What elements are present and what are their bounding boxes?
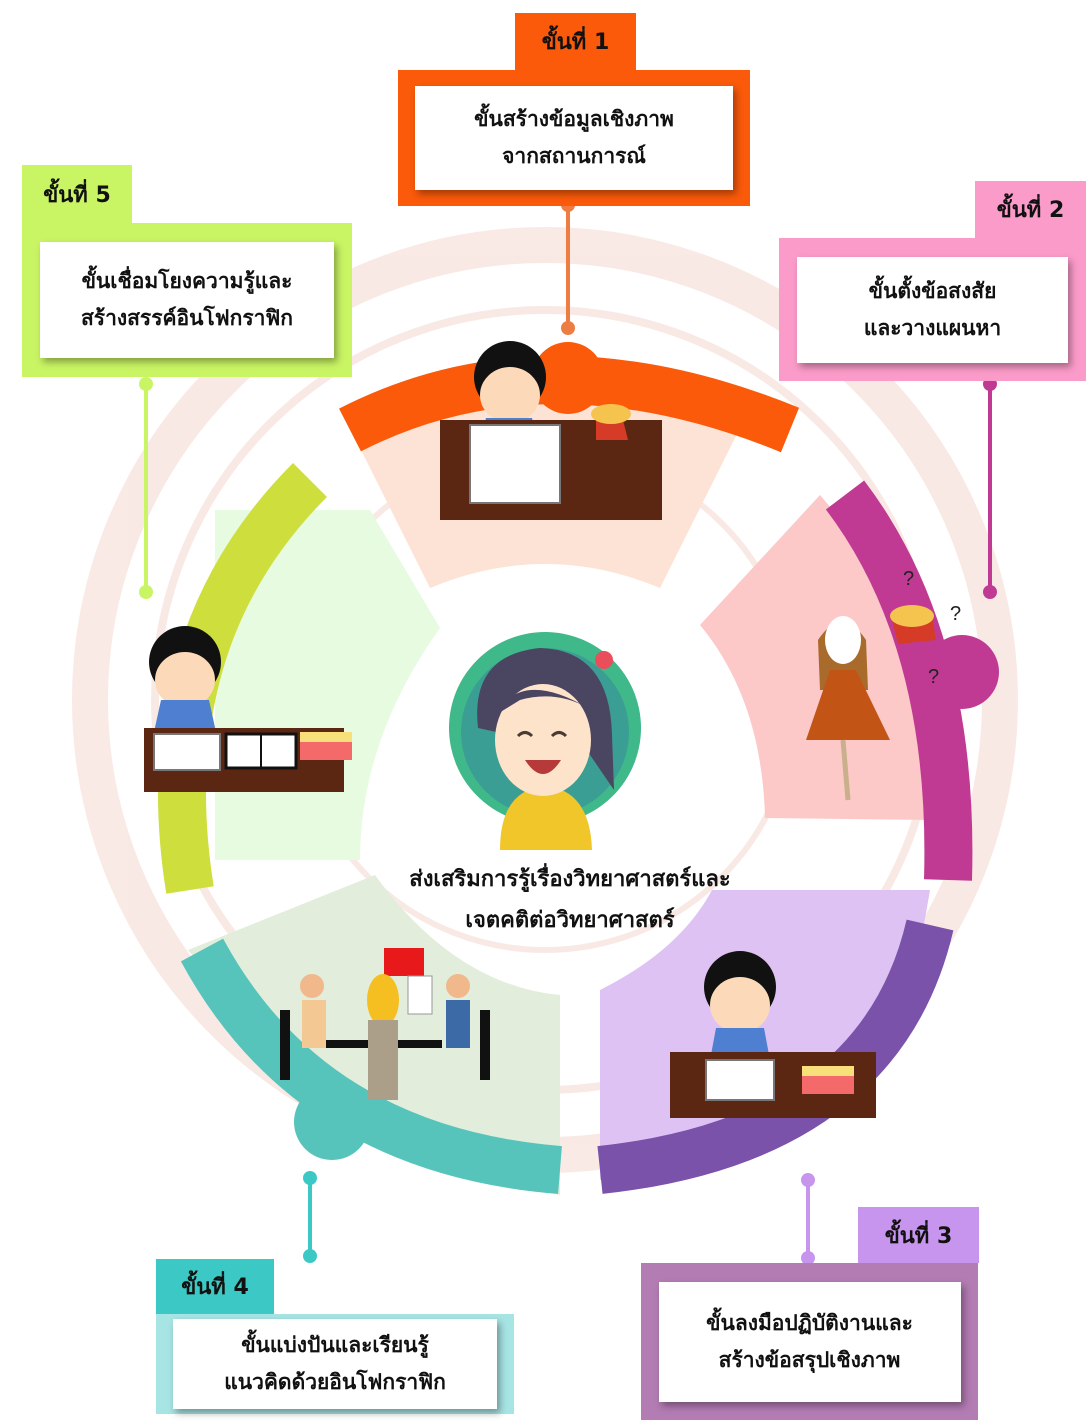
connector-dot-2b xyxy=(983,585,997,599)
arc-knob-1 xyxy=(532,342,604,414)
arc-knob-2 xyxy=(925,635,999,709)
step-2-title-line1: ขั้นตั้งข้อสงสัย xyxy=(868,278,997,303)
step-3-tag: ขั้นที่ 3 xyxy=(858,1207,979,1263)
connector-dot-1b xyxy=(561,321,575,335)
connector-dot-5b xyxy=(139,585,153,599)
connector-lines xyxy=(139,198,997,1265)
step-2-tag: ขั้นที่ 2 xyxy=(975,181,1086,238)
illustration-step-4 xyxy=(280,948,490,1100)
step-1-title-line1: ขั้นสร้างข้อมูลเชิงภาพ xyxy=(474,107,674,132)
step-4-tag: ขั้นที่ 4 xyxy=(156,1259,274,1314)
step-4-box: ขั้นแบ่งปันและเรียนรู้ แนวคิดด้วยอินโฟกร… xyxy=(156,1314,514,1414)
step-2-card: ขั้นตั้งข้อสงสัย และวางแผนหา xyxy=(797,256,1068,363)
illustration-step-3 xyxy=(670,951,876,1118)
connector-dot-4b xyxy=(303,1249,317,1263)
step-3-title-line2: สร้างข้อสรุปเชิงภาพ xyxy=(718,1347,901,1372)
illustration-step-5 xyxy=(144,626,352,792)
step-1-title-line2: จากสถานการณ์ xyxy=(502,144,646,168)
illustration-step-2 xyxy=(806,605,936,801)
center-avatar xyxy=(449,632,641,850)
step-5-box: ขั้นเชื่อมโยงความรู้และ สร้างสรรค์อินโฟก… xyxy=(22,223,352,377)
arc-knob-4 xyxy=(294,1084,370,1160)
step-4-title-line1: ขั้นแบ่งปันและเรียนรู้ xyxy=(241,1333,429,1358)
step-3-card: ขั้นลงมือปฏิบัติงานและ สร้างข้อสรุปเชิงภ… xyxy=(658,1281,961,1402)
arc-step-2 xyxy=(825,480,973,881)
question-mark-3: ? xyxy=(928,666,939,688)
center-caption: ส่งเสริมการรู้เรื่องวิทยาศาสตร์และ เจตคต… xyxy=(330,860,810,941)
question-marks: ? ? ? xyxy=(903,568,961,688)
step-2-title-line2: และวางแผนหา xyxy=(863,315,1002,340)
step-4-title-line2: แนวคิดด้วยอินโฟกราฟิก xyxy=(224,1370,446,1394)
connector-dot-4a xyxy=(303,1171,317,1185)
connector-dot-3a xyxy=(801,1173,815,1187)
center-caption-line1: ส่งเสริมการรู้เรื่องวิทยาศาสตร์และ xyxy=(409,867,731,892)
step-5-title-line1: ขั้นเชื่อมโยงความรู้และ xyxy=(81,269,293,294)
step-4-card: ขั้นแบ่งปันและเรียนรู้ แนวคิดด้วยอินโฟกร… xyxy=(173,1319,497,1409)
connector-dot-3b xyxy=(801,1251,815,1265)
step-2-box: ขั้นตั้งข้อสงสัย และวางแผนหา xyxy=(779,238,1086,381)
question-mark-1: ? xyxy=(903,568,914,590)
step-1-tag: ขั้นที่ 1 xyxy=(515,13,636,70)
step-5-title-line2: สร้างสรรค์อินโฟกราฟิก xyxy=(80,306,294,330)
step-1-card: ขั้นสร้างข้อมูลเชิงภาพ จากสถานการณ์ xyxy=(415,86,733,190)
illustration-step-1 xyxy=(440,341,662,520)
step-5-tag: ขั้นที่ 5 xyxy=(22,165,132,223)
step-3-box: ขั้นลงมือปฏิบัติงานและ สร้างข้อสรุปเชิงภ… xyxy=(641,1263,978,1420)
step-3-title-line1: ขั้นลงมือปฏิบัติงานและ xyxy=(706,1310,913,1335)
step-5-card: ขั้นเชื่อมโยงความรู้และ สร้างสรรค์อินโฟก… xyxy=(40,242,334,358)
question-mark-2: ? xyxy=(950,603,961,625)
connector-dot-5a xyxy=(139,377,153,391)
center-caption-line2: เจตคติต่อวิทยาศาสตร์ xyxy=(465,907,675,933)
step-1-box: ขั้นสร้างข้อมูลเชิงภาพ จากสถานการณ์ xyxy=(398,70,750,206)
